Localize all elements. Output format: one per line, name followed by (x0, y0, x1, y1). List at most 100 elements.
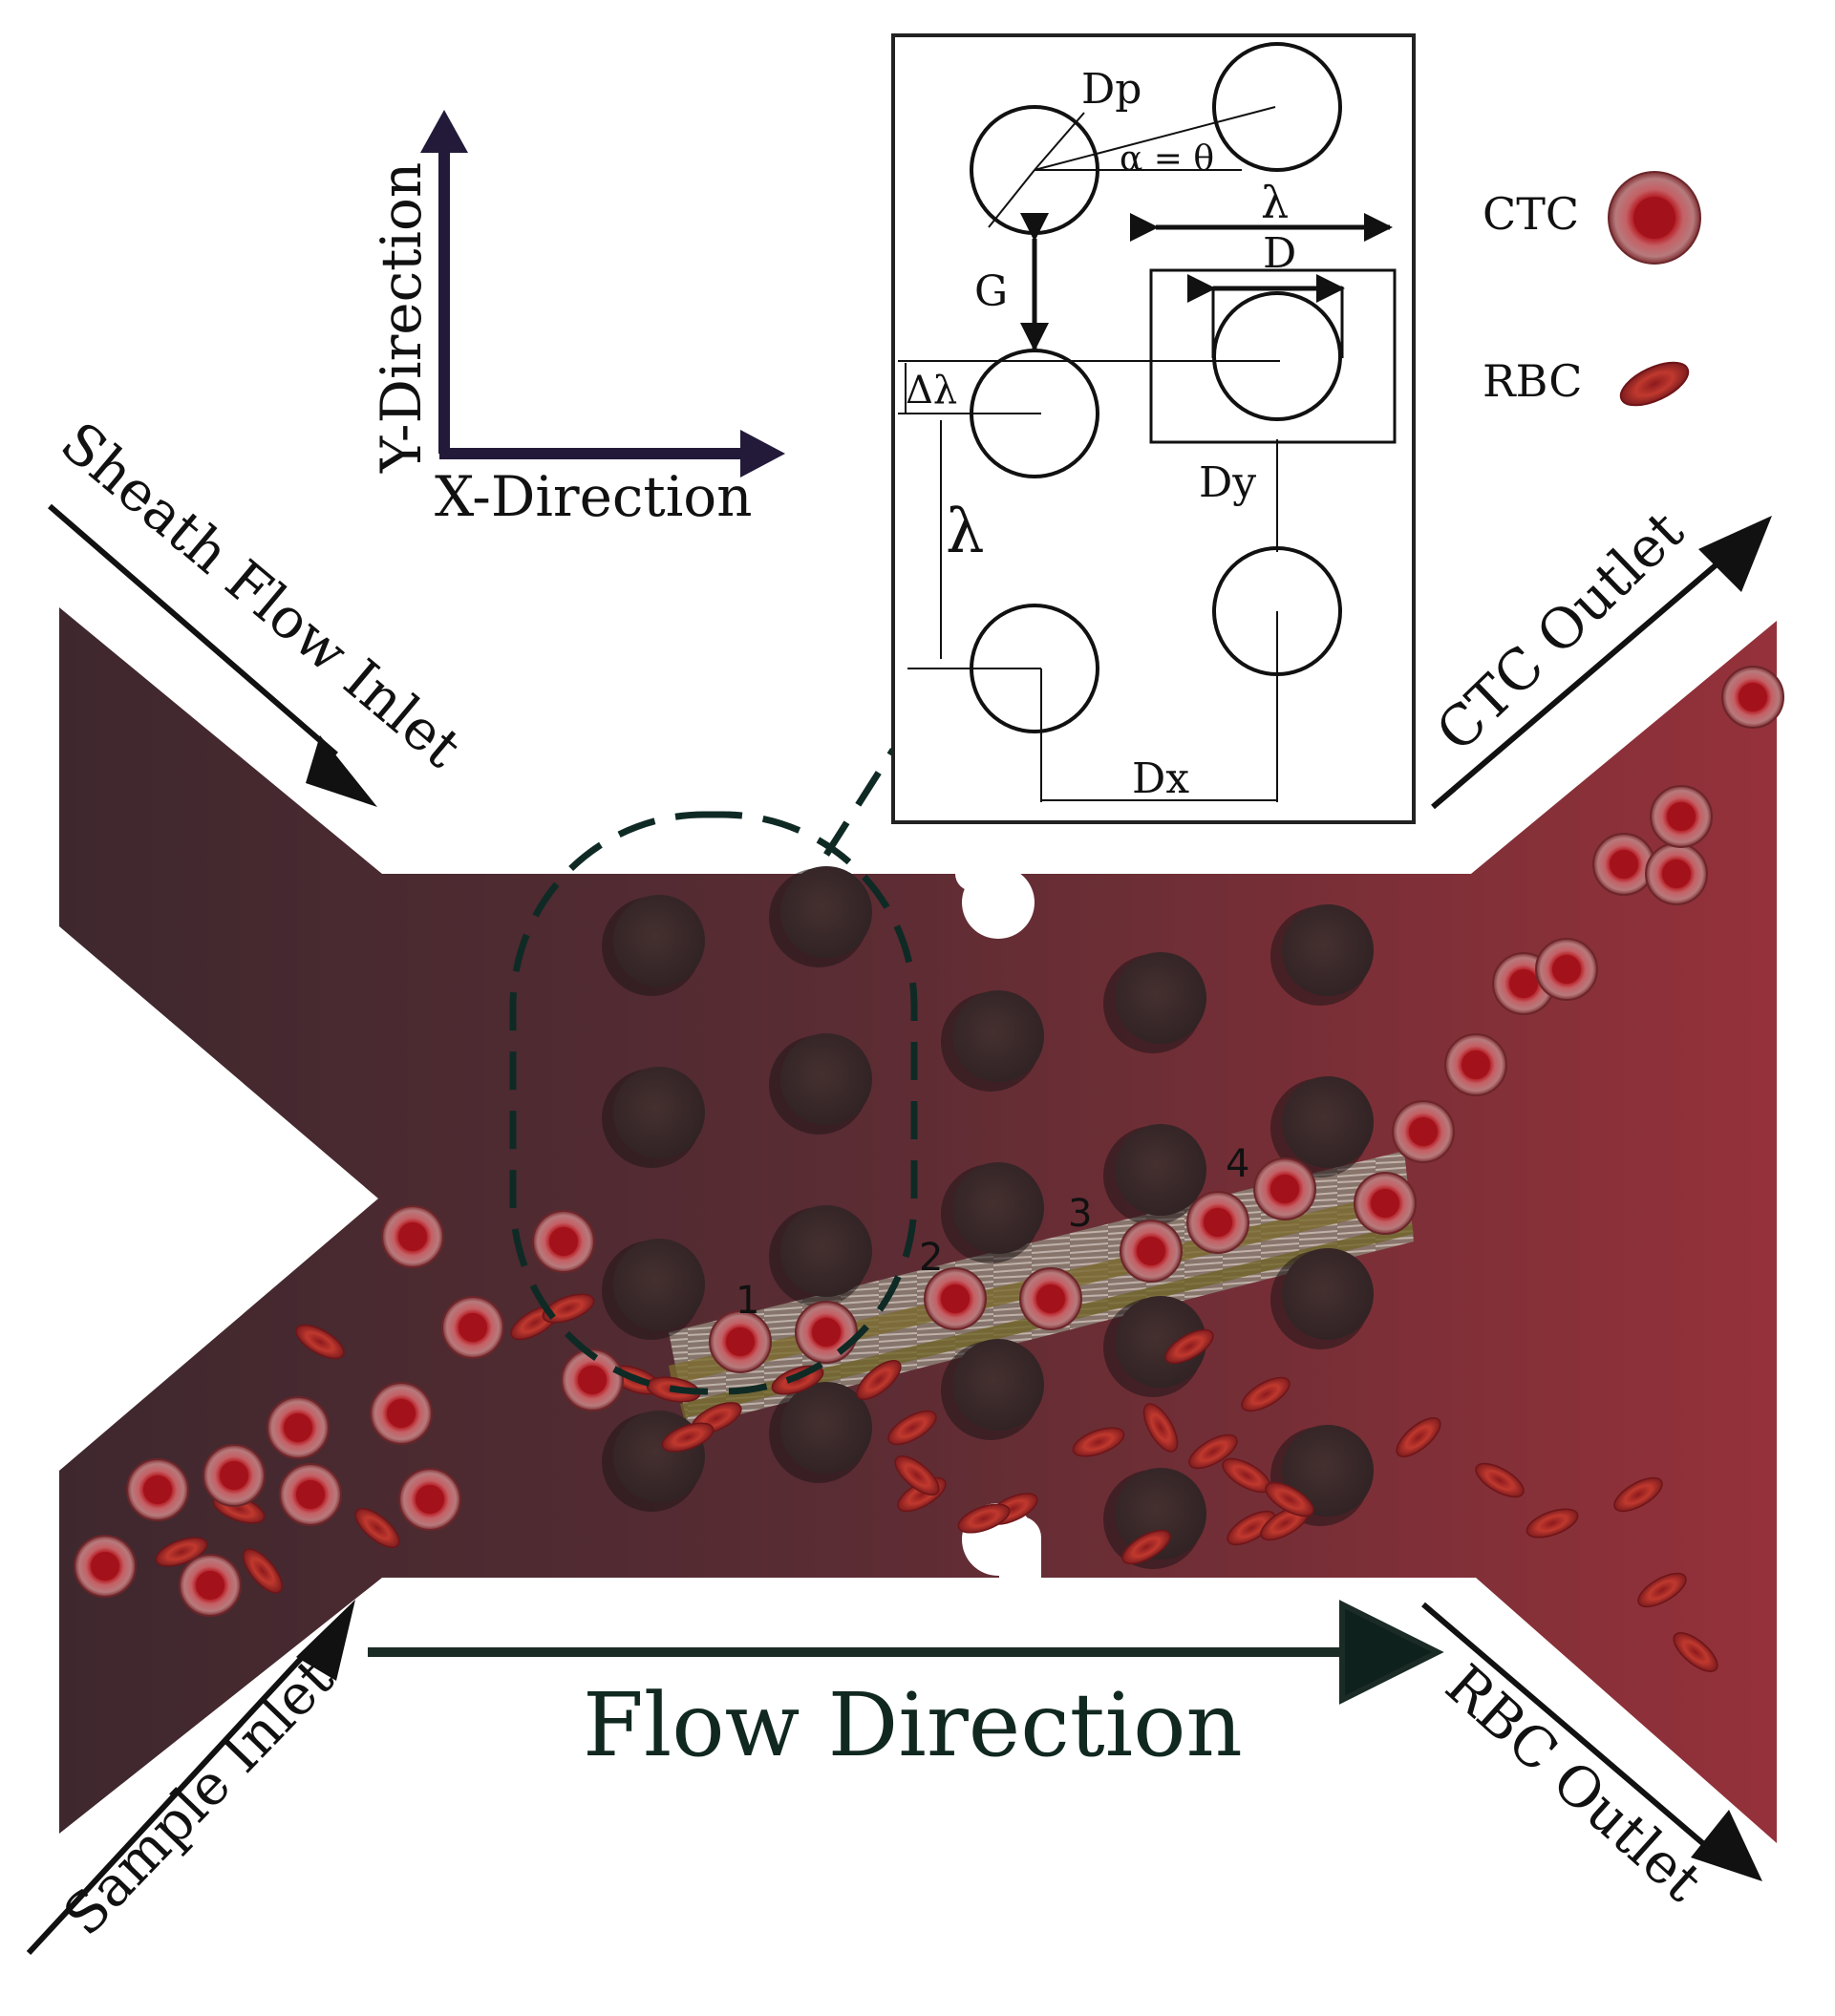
rbc-cell (1188, 1433, 1238, 1470)
ctc-cell (179, 1554, 242, 1617)
ctc-cell (1535, 938, 1598, 1001)
ctc-cell (1019, 1267, 1082, 1330)
rbc-cell (354, 1508, 400, 1548)
ctc-cell (381, 1205, 444, 1268)
pillar (769, 1205, 872, 1306)
ctc-cell (203, 1444, 266, 1507)
inset-label-dy: Dy (1199, 458, 1256, 507)
pillar (769, 1033, 872, 1135)
pillar (1270, 1248, 1374, 1349)
ctc-cell (1120, 1220, 1183, 1283)
ctc-outlet-arrow (1431, 516, 1772, 810)
pillar-array (602, 866, 1374, 1569)
inset-label-g: G (974, 267, 1008, 316)
lane-label-3: 3 (1068, 1192, 1092, 1236)
rbc-cell (1526, 1508, 1579, 1539)
inset-label-delta-lambda: Δλ (906, 369, 957, 413)
rbc-cell (1475, 1462, 1525, 1498)
rbc-cell (856, 1360, 902, 1400)
inset-label-d: D (1263, 229, 1296, 278)
ctc-cell (1592, 833, 1655, 896)
pillar (941, 990, 1044, 1092)
pillar (769, 1382, 872, 1483)
inset-unit-box (1149, 268, 1397, 444)
ctc-cell (370, 1382, 433, 1445)
pillar (1103, 1296, 1206, 1397)
inset-label-lambda-left: λ (946, 497, 985, 567)
rbc-cell (1673, 1632, 1718, 1672)
legend-rbc-label: RBC (1483, 355, 1583, 407)
rbc-cell (1227, 1510, 1276, 1546)
rbc-outlet-arrow (1421, 1602, 1762, 1881)
inset-label-lambda-top: λ (1261, 177, 1289, 228)
axis-indicator (420, 110, 785, 477)
pillar (1103, 1124, 1206, 1225)
lane-label-2: 2 (919, 1236, 943, 1280)
inset-label-alpha-theta: α = θ (1120, 139, 1214, 179)
rbc-cell (155, 1537, 208, 1567)
pillar (602, 895, 705, 996)
ctc-cell (1645, 842, 1708, 905)
zoom-connector-line (823, 748, 896, 857)
rbc-cell (1121, 1529, 1171, 1565)
ctc-cell (924, 1267, 987, 1330)
lane-label-1: 1 (736, 1279, 759, 1323)
ctc-cell (532, 1210, 595, 1273)
ctc-cell (1721, 666, 1784, 729)
rbc-cell (1637, 1572, 1687, 1608)
zoom-region-outline (509, 811, 918, 1395)
rbc-cell (1396, 1417, 1441, 1457)
legend-rbc-icon (1619, 361, 1690, 407)
rbc-cell (1164, 1328, 1214, 1365)
legend-ctc-label: CTC (1483, 188, 1579, 240)
ctc-cell (1650, 785, 1713, 848)
ctc-cell (1186, 1191, 1249, 1254)
ctc-cell (267, 1396, 330, 1459)
pillar (1103, 1468, 1206, 1569)
pillar (1103, 952, 1206, 1053)
pillar (941, 1162, 1044, 1263)
pillar (769, 866, 872, 967)
rbc-cell (1241, 1376, 1291, 1412)
legend-ctc-icon (1608, 171, 1701, 265)
rbc-cell (887, 1410, 937, 1446)
rbc-cell (1142, 1403, 1179, 1453)
ctc-cell (279, 1463, 342, 1526)
sheath-inlet-arrow (48, 503, 377, 807)
sample-inlet-arrow (26, 1600, 355, 1956)
pillar (941, 1339, 1044, 1440)
ctc-cell (1392, 1100, 1455, 1163)
flow-direction-label: Flow Direction (583, 1674, 1243, 1776)
rbc-cell (661, 1422, 715, 1453)
rbc-cell (243, 1548, 283, 1594)
ctc-cell (1354, 1172, 1417, 1235)
inset-pillar (1212, 42, 1342, 172)
ctc-cell (74, 1535, 137, 1598)
top-notch (962, 866, 1035, 939)
flow-direction-arrow (368, 1600, 1444, 1705)
ctc-cell (441, 1296, 504, 1359)
y-direction-label: Y-Direction (369, 162, 434, 474)
rbc-cell (1265, 1481, 1314, 1517)
inset-dimension-lines (898, 106, 1280, 802)
ctc-cell (1253, 1157, 1316, 1220)
pillar (1270, 1425, 1374, 1526)
rbc-cell (957, 1503, 1011, 1534)
inset-arrows (1020, 213, 1393, 358)
pillar (602, 1067, 705, 1168)
inset-label-dx: Dx (1132, 754, 1189, 803)
pillar (1270, 904, 1374, 1006)
rbc-cell (295, 1324, 345, 1360)
ctc-cell (561, 1348, 624, 1411)
rbc-cell (1072, 1427, 1125, 1457)
rbc-cell (1613, 1476, 1663, 1513)
ctc-cell (709, 1310, 772, 1373)
inset-label-dp: Dp (1081, 65, 1142, 114)
ctc-group (74, 666, 1784, 1617)
rbc-group (155, 1293, 1718, 1672)
lane-label-4: 4 (1226, 1142, 1249, 1186)
pillar (1270, 1076, 1374, 1178)
pillar (602, 1239, 705, 1340)
